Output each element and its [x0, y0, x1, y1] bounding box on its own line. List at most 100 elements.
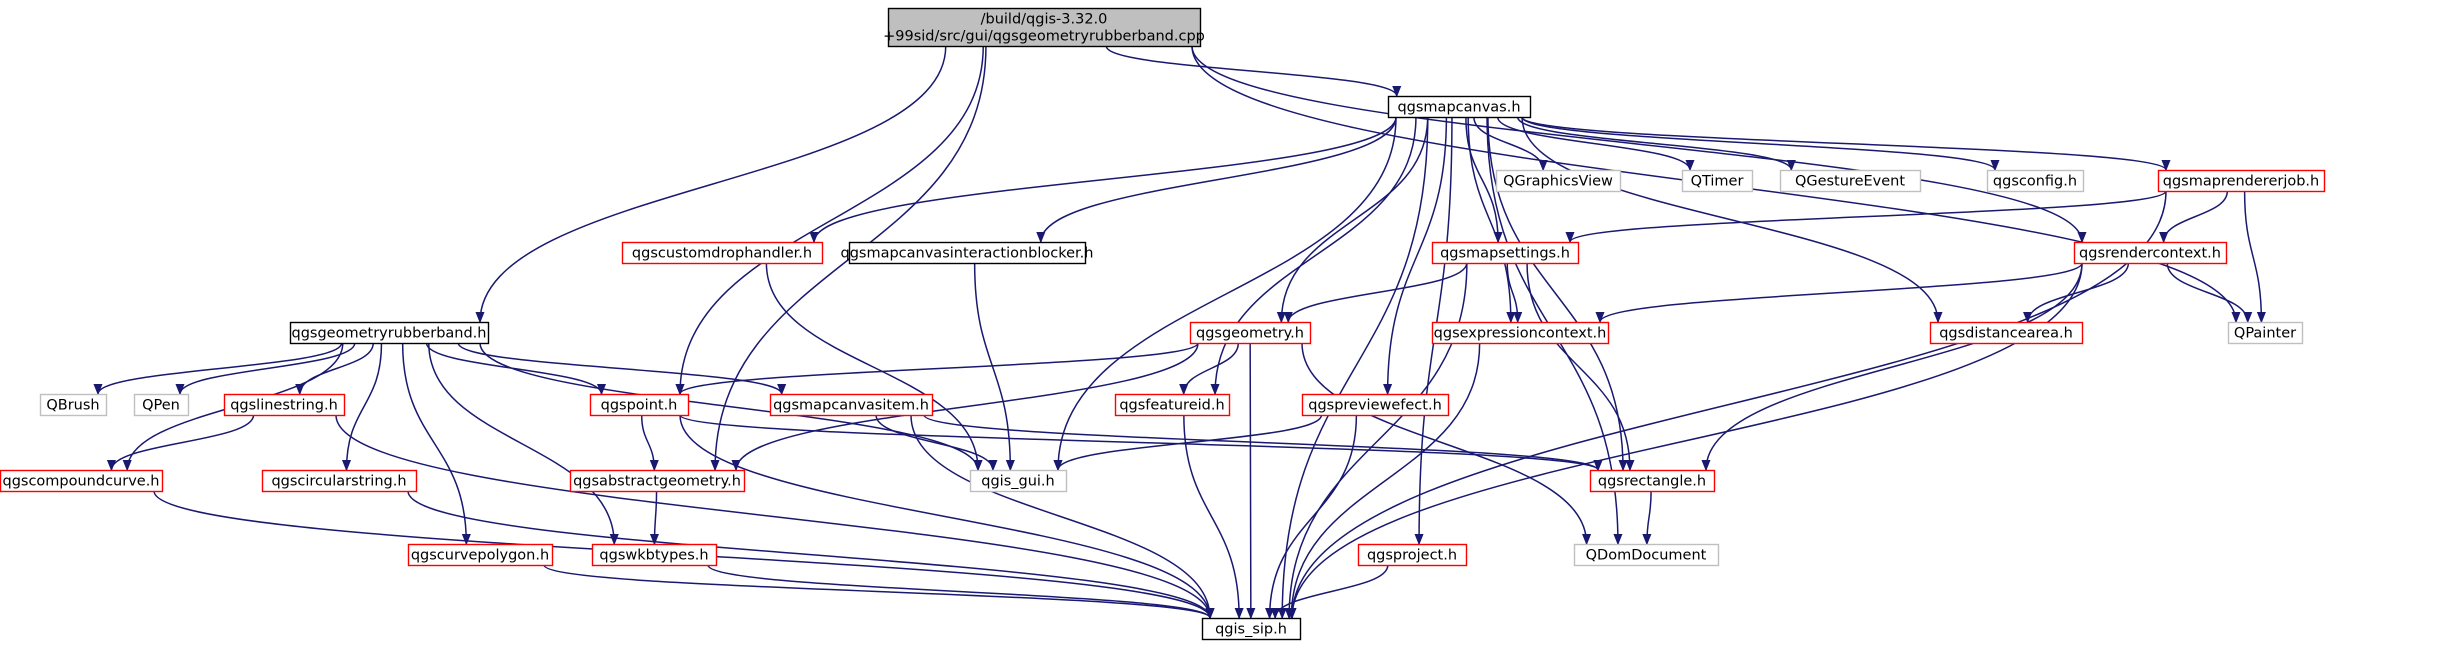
edge-line: [679, 414, 1210, 618]
node-customdrop[interactable]: qgscustomdrophandler.h: [621, 241, 824, 265]
node-mapsettings[interactable]: qgsmapsettings.h: [1431, 241, 1580, 265]
node-box: [589, 393, 690, 417]
node-box: [2227, 321, 2304, 345]
edge-geometry-to-sip: [1250, 342, 1251, 618]
node-box: [1431, 241, 1580, 265]
node-qtimer: QTimer: [1681, 169, 1754, 193]
node-config: qgsconfig.h: [1986, 169, 2085, 193]
edge-linestring-to-sip: [335, 414, 1210, 618]
edge-mapcanvas-to-featureid: [1215, 116, 1417, 394]
node-abstractgeom[interactable]: qgsabstractgeometry.h: [569, 469, 746, 493]
node-box: [969, 469, 1068, 493]
edge-line: [401, 342, 467, 544]
node-rendercontext[interactable]: qgsrendercontext.h: [2073, 241, 2228, 265]
edge-line: [2164, 190, 2229, 243]
edge-mapsettings-to-rectangle: [1526, 262, 1630, 470]
node-label: qgsfeatureid.h: [1119, 398, 1224, 414]
node-gui: qgis_gui.h: [969, 469, 1068, 493]
node-label: qgsrendercontext.h: [2079, 246, 2221, 262]
edge-mapcanvas-to-preview: [1388, 116, 1448, 394]
edge-geometry-to-point: [680, 342, 1199, 395]
edge-georb-to-qbrush: [98, 342, 343, 395]
edge-mapcanvas-to-rectangle: [1487, 116, 1623, 470]
edge-line: [1191, 45, 2082, 242]
node-label: qgsexpressioncontext.h: [1434, 326, 1607, 342]
edge-project-to-sip: [1275, 564, 1389, 619]
node-wkbtypes[interactable]: qgswkbtypes.h: [591, 543, 718, 567]
edge-line: [457, 342, 781, 395]
edges-layer: [98, 45, 2262, 619]
edge-line: [707, 564, 1210, 619]
node-rendererjob[interactable]: qgsmaprendererjob.h: [2157, 169, 2326, 193]
edge-rendererjob-to-qpainter: [2243, 190, 2262, 322]
edge-mapcanvas-to-blocker: [1041, 116, 1397, 242]
edge-root-to-mapcanvas: [1105, 45, 1397, 97]
edge-line: [1473, 116, 1543, 171]
node-label: qgswkbtypes.h: [599, 548, 708, 564]
node-rectangle[interactable]: qgsrectangle.h: [1589, 469, 1716, 493]
node-label: qgsconfig.h: [1993, 174, 2077, 190]
edge-line: [814, 116, 1397, 243]
edge-mapcanvas-to-mapsettings: [1465, 116, 1498, 242]
edge-line: [923, 414, 1598, 471]
node-exprcontext[interactable]: qgsexpressioncontext.h: [1431, 321, 1610, 345]
edge-rendererjob-to-sip: [1292, 190, 2167, 618]
edge-mapcanvas-to-gui: [1058, 116, 1397, 470]
node-box: [261, 469, 418, 493]
node-project[interactable]: qgsproject.h: [1357, 543, 1468, 567]
node-box: [1301, 393, 1450, 417]
node-georb[interactable]: qgsgeometryrubberband.h: [289, 321, 490, 345]
edge-line: [1506, 262, 1518, 322]
edge-line: [1183, 414, 1239, 618]
nodes-layer: /build/qgis-3.32.0+99sid/src/gui/qgsgeom…: [0, 7, 2326, 641]
node-distancearea[interactable]: qgsdistancearea.h: [1929, 321, 2084, 345]
edge-mapcanvas-to-sip: [1282, 116, 1429, 618]
node-geometry[interactable]: qgsgeometry.h: [1189, 321, 1312, 345]
edge-line: [1521, 116, 2166, 171]
edge-mapcanvas-to-distancearea: [1521, 116, 1938, 322]
edge-georb-to-linestring: [300, 342, 374, 395]
edge-line: [875, 414, 993, 471]
node-box: [1779, 169, 1922, 193]
node-curvepolygon[interactable]: qgscurvepolygon.h: [407, 543, 554, 567]
node-label: qgspreviewefect.h: [1308, 398, 1442, 414]
edge-canvasitem-to-rectangle: [923, 414, 1598, 471]
node-label: qgslinestring.h: [230, 398, 338, 414]
node-box: [1189, 321, 1312, 345]
node-box: [1573, 543, 1720, 567]
edge-geometry-to-qdomdoc: [1301, 342, 1587, 544]
node-label: qgsproject.h: [1367, 548, 1457, 564]
node-mapcanvas[interactable]: qgsmapcanvas.h: [1387, 95, 1532, 119]
node-point[interactable]: qgspoint.h: [589, 393, 690, 417]
node-label: qgsdistancearea.h: [1939, 326, 2073, 342]
node-box: [0, 469, 164, 493]
edge-line: [335, 414, 1210, 618]
edge-rendererjob-to-mapsettings: [1570, 190, 2167, 243]
edge-line: [1706, 262, 2083, 470]
edge-preview-to-sip: [1270, 414, 1358, 618]
node-featureid[interactable]: qgsfeatureid.h: [1114, 393, 1231, 417]
node-box: [133, 393, 190, 417]
node-blocker[interactable]: qgsmapcanvasinteractionblocker.h: [841, 241, 1094, 265]
edge-wkbtypes-to-sip: [707, 564, 1210, 619]
node-preview[interactable]: qgspreviewefect.h: [1301, 393, 1450, 417]
edge-line: [98, 342, 343, 395]
edge-root-to-georb: [480, 45, 947, 322]
node-qdomdoc: QDomDocument: [1573, 543, 1720, 567]
node-linestring[interactable]: qgslinestring.h: [223, 393, 346, 417]
node-compound[interactable]: qgscompoundcurve.h: [0, 469, 164, 493]
edge-mapcanvas-to-config: [1521, 116, 1995, 171]
node-circular[interactable]: qgscircularstring.h: [261, 469, 418, 493]
node-box: [39, 393, 108, 417]
edge-line: [2243, 190, 2262, 322]
edge-line: [654, 490, 656, 544]
node-canvasitem[interactable]: qgsmapcanvasitem.h: [769, 393, 934, 417]
edge-line: [1647, 490, 1652, 544]
node-label: qgsmapsettings.h: [1440, 246, 1570, 262]
node-label: qgis_sip.h: [1215, 622, 1287, 638]
edge-line: [1058, 116, 1397, 470]
edge-line: [480, 45, 947, 322]
edge-georb-to-wkbtypes: [428, 342, 615, 544]
node-sip[interactable]: qgis_sip.h: [1201, 617, 1302, 641]
